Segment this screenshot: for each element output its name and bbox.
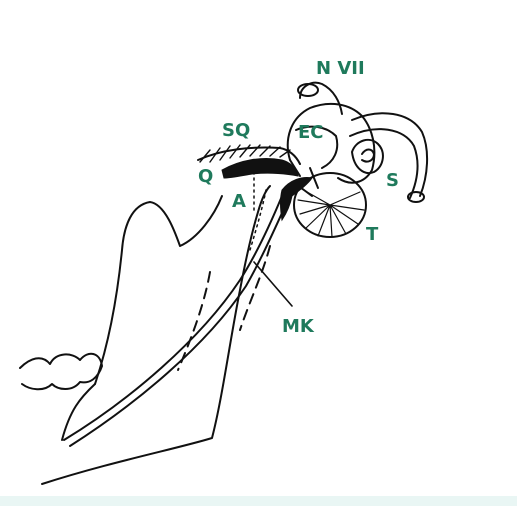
quadrate-bone	[222, 158, 298, 178]
label-t: T	[366, 226, 378, 244]
stapes-inner	[362, 150, 374, 162]
label-ec: EC	[298, 124, 324, 142]
label-q: Q	[198, 168, 213, 186]
dotted-line-mk	[250, 190, 266, 250]
stapes	[352, 140, 383, 173]
label-mk: MK	[282, 318, 314, 336]
bottom-band	[0, 496, 517, 506]
meckel-cartilage-lower	[70, 200, 288, 446]
mandible-coronoid	[95, 196, 222, 384]
dashed-outline-left	[178, 272, 210, 370]
label-a: A	[232, 193, 246, 211]
mk-pointer	[254, 262, 292, 306]
teeth	[20, 354, 102, 390]
label-sq: SQ	[222, 122, 250, 140]
label-s: S	[386, 172, 399, 190]
mandible-outline	[42, 186, 270, 484]
label-n-vii: N VII	[316, 60, 365, 78]
meckel-cartilage-upper	[64, 196, 282, 440]
